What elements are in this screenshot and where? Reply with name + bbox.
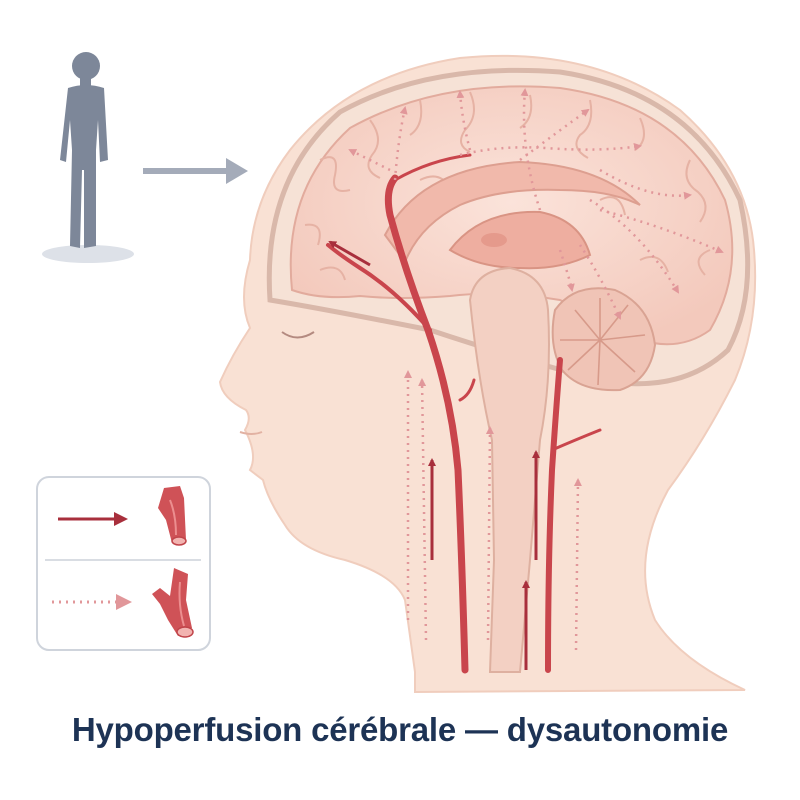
narrowed-artery-icon: [152, 568, 194, 638]
carotid-artery: [384, 174, 469, 674]
artery-network: [326, 153, 602, 674]
closed-eye: [281, 331, 315, 339]
legend-item-reduced-flow: [52, 568, 194, 638]
diagram-caption: Hypoperfusion cérébrale — dysautonomie: [71, 711, 729, 748]
brainstem: [468, 266, 550, 673]
legend-solid-arrowhead: [114, 512, 128, 526]
third-ventricle: [481, 233, 507, 247]
legend: [36, 476, 211, 651]
standing-person-icon: [42, 52, 134, 263]
vertebral-artery: [545, 357, 563, 673]
thalamus: [448, 210, 592, 270]
legend-dotted-arrowhead: [116, 594, 132, 610]
caption: Hypoperfusion cérébrale — dysautonomie: [0, 700, 800, 760]
artery-branch: [326, 243, 432, 332]
artery-branch: [458, 378, 476, 402]
corpus-callosum: [383, 160, 641, 265]
cerebellum-folia: [560, 298, 646, 386]
artery-branch: [393, 153, 472, 182]
arrow-right-icon: [143, 158, 248, 184]
solid-flow-arrows: [328, 240, 540, 670]
legend-item-normal-flow: [58, 486, 187, 546]
mouth-line: [239, 431, 263, 435]
dotted-flow-arrows: [348, 88, 724, 651]
artery-branch: [550, 428, 602, 452]
normal-artery-icon: [158, 486, 187, 546]
